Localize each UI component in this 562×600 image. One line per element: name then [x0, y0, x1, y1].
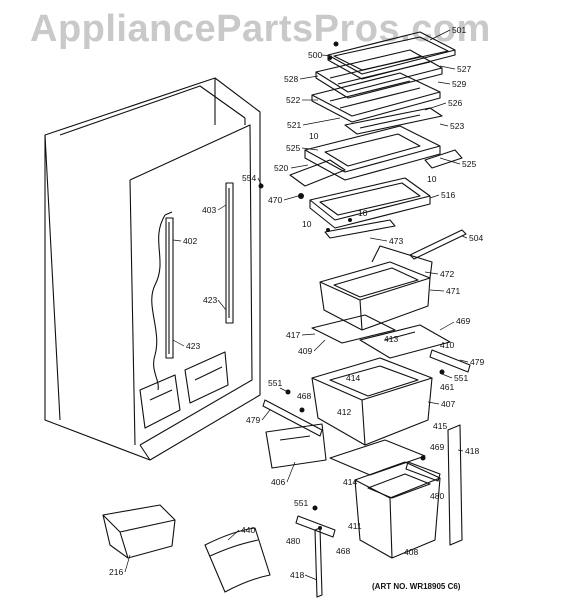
- bracket-418-right: [447, 424, 463, 546]
- callout-label: 415: [433, 421, 447, 431]
- drawer-rail-479-right: [429, 349, 471, 373]
- shelf-frame-upper: [315, 49, 443, 99]
- shield-440: [204, 527, 271, 593]
- callout-label: 480: [430, 491, 444, 501]
- callout-label: 529: [452, 79, 466, 89]
- callout-label: 408: [404, 547, 418, 557]
- callout-label: 551: [294, 498, 308, 508]
- callout-label: 501: [452, 25, 466, 35]
- callout-label: 520: [274, 163, 288, 173]
- glass-cover-409: [311, 314, 396, 344]
- callout-labels: 501 500 527 528 529 522 526 521 523 10 5…: [109, 25, 484, 580]
- cover-strip-504: [324, 219, 467, 260]
- door-bin-216: [102, 504, 176, 559]
- callout-label: 10: [302, 219, 312, 229]
- fasteners: [258, 41, 445, 530]
- cover-410: [359, 324, 451, 359]
- callout-label: 411: [348, 521, 362, 531]
- callout-label: 551: [454, 373, 468, 383]
- glass-shelf-523: [344, 107, 443, 135]
- shelf-assembly-520: [289, 125, 463, 187]
- callout-label: 469: [430, 442, 444, 452]
- watermark: AppliancePartsPros.com: [30, 8, 491, 50]
- callout-label: 423: [203, 295, 217, 305]
- callout-label: 410: [440, 340, 454, 350]
- callout-label: 418: [290, 570, 304, 580]
- art-number: (ART NO. WR18905 C6): [372, 582, 461, 591]
- refrigerator-cabinet: [44, 77, 261, 461]
- callout-label: 479: [246, 415, 260, 425]
- callout-label: 413: [384, 334, 398, 344]
- shelf-rail-left: [165, 217, 174, 359]
- callout-label: 10: [358, 208, 368, 218]
- callout-label: 500: [308, 50, 322, 60]
- spillproof-shelf-516: [309, 177, 431, 229]
- callout-label: 523: [450, 121, 464, 131]
- callout-label: 414: [346, 373, 360, 383]
- callout-label: 403: [202, 205, 216, 215]
- callout-label: 468: [297, 391, 311, 401]
- callout-label: 471: [446, 286, 460, 296]
- callout-label: 418: [465, 446, 479, 456]
- glass-cover-415: [329, 439, 426, 476]
- callout-label: 406: [271, 477, 285, 487]
- callout-label: 527: [457, 64, 471, 74]
- callout-label: 525: [286, 143, 300, 153]
- callout-label: 10: [427, 174, 437, 184]
- callout-label: 554: [242, 173, 256, 183]
- leader-lines: [124, 29, 469, 581]
- deli-drawer-471: [319, 245, 433, 331]
- callout-label: 480: [286, 536, 300, 546]
- callout-label: 522: [286, 95, 300, 105]
- callout-label: 10: [309, 131, 319, 141]
- callout-label: 409: [298, 346, 312, 356]
- crisper-drawer-407: [311, 357, 433, 446]
- top-glass-shelf: [327, 31, 456, 80]
- drawer-rail-480-right: [405, 461, 441, 482]
- callout-label: 423: [186, 341, 200, 351]
- callout-label: 469: [456, 316, 470, 326]
- callout-label: 414: [343, 477, 357, 487]
- drawer-front-406: [265, 423, 327, 469]
- callout-label: 407: [441, 399, 455, 409]
- callout-label: 461: [440, 382, 454, 392]
- shelf-rail-right: [225, 182, 234, 324]
- callout-label: 216: [109, 567, 123, 577]
- callout-label: 525: [462, 159, 476, 169]
- callout-label: 417: [286, 330, 300, 340]
- drawer-rail-480-left: [295, 515, 336, 598]
- callout-label: 468: [336, 546, 350, 556]
- callout-label: 551: [268, 378, 282, 388]
- callout-label: 526: [448, 98, 462, 108]
- callout-label: 440: [241, 525, 255, 535]
- drawer-rail-479-left: [262, 399, 323, 437]
- callout-label: 521: [287, 120, 301, 130]
- callout-label: 402: [183, 236, 197, 246]
- callout-label: 479: [470, 357, 484, 367]
- shelf-526: [311, 72, 441, 123]
- callout-label: 412: [337, 407, 351, 417]
- callout-label: 504: [469, 233, 483, 243]
- callout-label: 473: [389, 236, 403, 246]
- callout-label: 516: [441, 190, 455, 200]
- callout-label: 470: [268, 195, 282, 205]
- callout-label: 472: [440, 269, 454, 279]
- lower-drawer-408: [354, 461, 441, 559]
- callout-label: 528: [284, 74, 298, 84]
